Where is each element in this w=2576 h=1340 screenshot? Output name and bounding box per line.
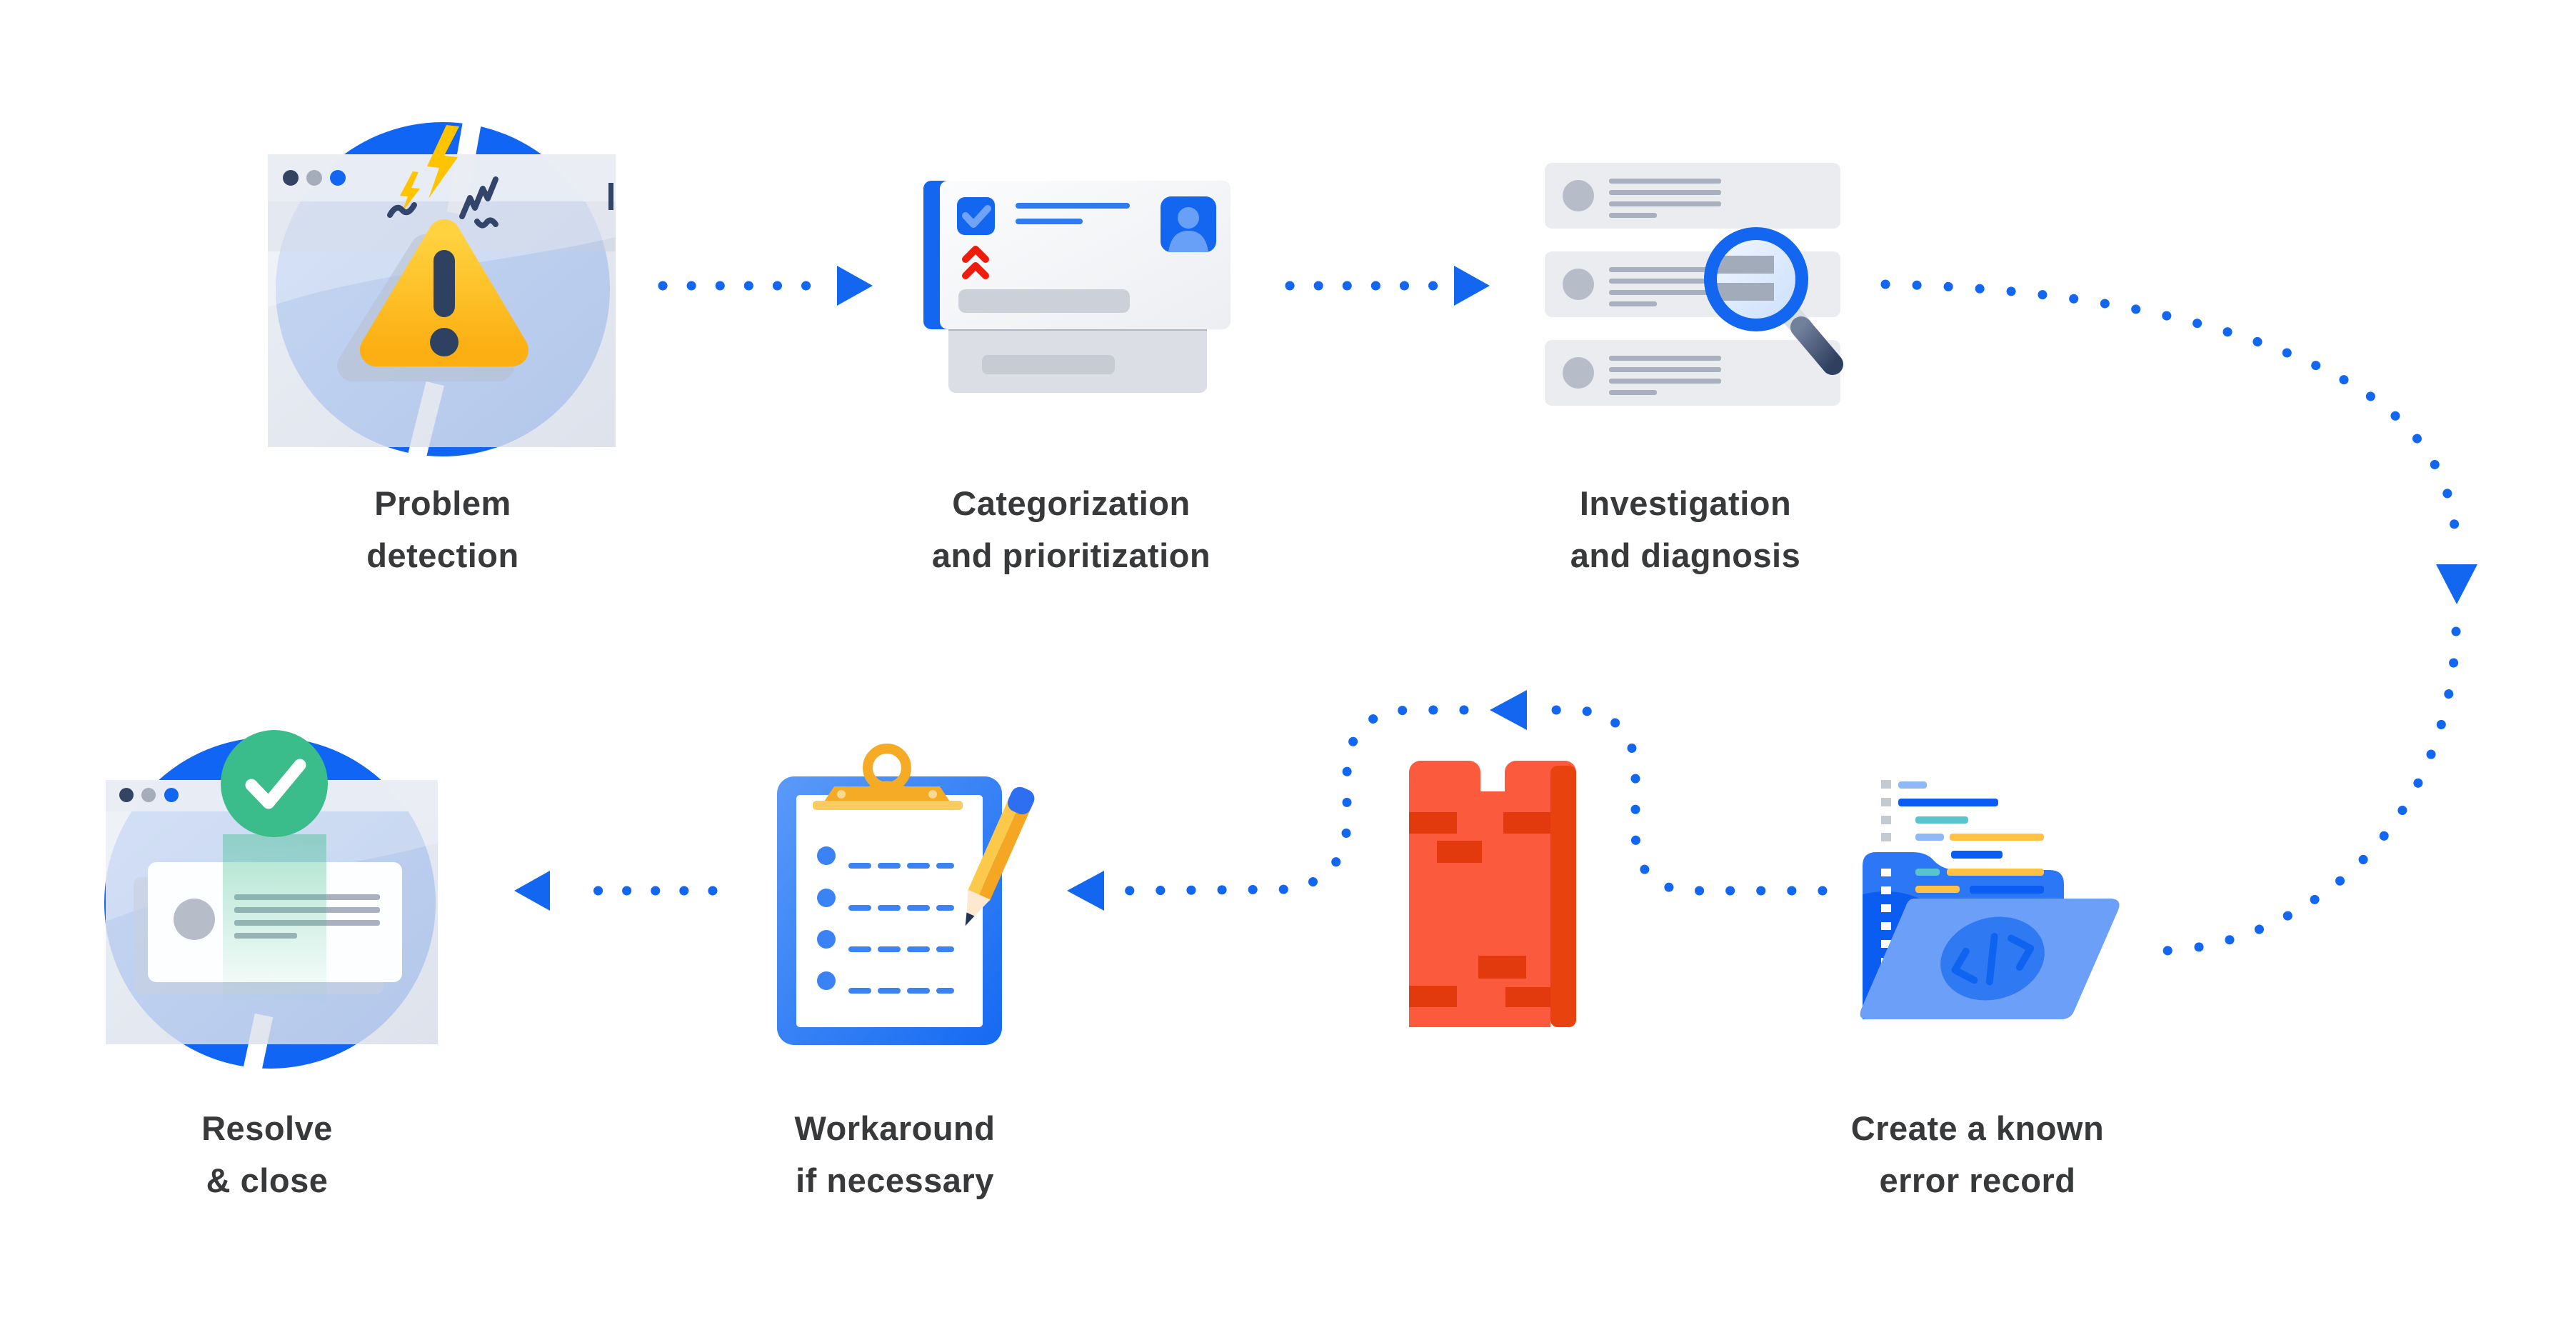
- pencil-icon: [965, 786, 1035, 926]
- step-label-line: Workaround: [794, 1109, 996, 1147]
- step-label-workaround: Workaround if necessary: [795, 1102, 996, 1206]
- brick-icon: [1409, 761, 1576, 1027]
- arrow-categorization-to-investigation: [1285, 266, 1490, 306]
- arrow-error-record-to-workaround: [1067, 690, 1828, 911]
- clipboard-checklist-icon: [777, 744, 1035, 1045]
- window-dot-blue: [330, 170, 346, 186]
- step-label-line: error record: [1879, 1161, 2076, 1199]
- arrow-workaround-to-resolve: [514, 871, 718, 911]
- front-ticket-card: [923, 181, 1231, 329]
- lightning-bolt-icon: [400, 125, 459, 212]
- brick-patches: [1409, 812, 1550, 1007]
- step-label-problem-detection: Problem detection: [366, 477, 518, 581]
- arrow-investigation-to-error-record: [1880, 279, 2477, 956]
- code-lines: [1881, 780, 2044, 859]
- categorization-icon: [923, 181, 1231, 393]
- window-dot-dark: [119, 788, 134, 802]
- step-label-line: Resolve: [201, 1109, 333, 1147]
- warning-triangle-icon: [360, 219, 528, 366]
- window-dot-gray: [141, 788, 156, 802]
- step-label-line: and prioritization: [931, 536, 1211, 574]
- window-dot-dark: [283, 170, 299, 186]
- step-label-line: & close: [206, 1161, 329, 1199]
- record-row: [1545, 163, 1840, 229]
- code-badge: [1940, 916, 2045, 1001]
- step-label-create-error-record: Create a known error record: [1851, 1102, 2104, 1206]
- code-folder-icon: [1860, 780, 2120, 1019]
- assignee-avatar-icon: [1161, 196, 1216, 252]
- step-label-line: Create a known: [1850, 1109, 2105, 1147]
- step-label-line: detection: [366, 536, 519, 574]
- clipboard-clip: [813, 744, 963, 810]
- priority-chevrons-icon: [962, 246, 989, 279]
- flow-arrows: [514, 266, 2477, 956]
- back-ticket-card: [948, 319, 1207, 393]
- impact-squiggles: [387, 176, 498, 229]
- checklist-rows: [817, 846, 954, 994]
- step-label-resolve-close: Resolve & close: [201, 1102, 333, 1206]
- step-label-line: Problem: [374, 484, 511, 522]
- investigation-icon: [1545, 163, 1843, 406]
- step-label-line: Categorization: [952, 484, 1191, 522]
- step-label-line: if necessary: [796, 1161, 994, 1199]
- resolve-close-icon: [104, 730, 438, 1116]
- step-label-categorization: Categorization and prioritization: [932, 477, 1211, 581]
- window-dot-blue: [164, 788, 179, 802]
- success-check-icon: [221, 730, 328, 837]
- step-label-line: and diagnosis: [1570, 536, 1801, 574]
- step-label-line: Investigation: [1579, 484, 1792, 522]
- problem-detection-icon: [268, 95, 616, 480]
- magnifier-icon: [1704, 227, 1843, 375]
- step-label-investigation: Investigation and diagnosis: [1570, 477, 1801, 581]
- arrow-problem-to-categorization: [658, 266, 873, 306]
- record-row: [1545, 340, 1840, 406]
- window-dot-gray: [306, 170, 322, 186]
- folder-code-bars: [1915, 869, 2044, 894]
